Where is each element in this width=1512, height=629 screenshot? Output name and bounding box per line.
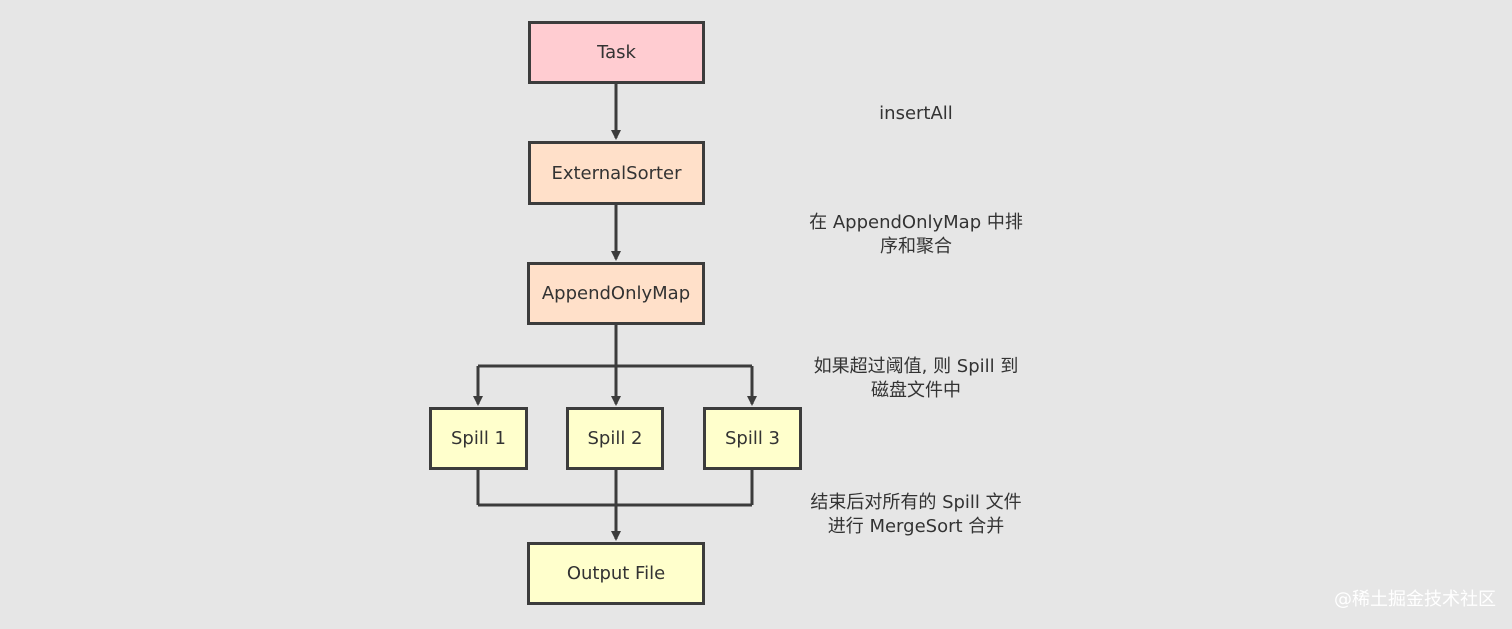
appendonlymap-node: AppendOnlyMap <box>527 262 705 325</box>
externalsorter-node: ExternalSorter <box>528 141 705 205</box>
spill-2-label: Spill 2 <box>587 428 643 449</box>
appendonlymap-label: AppendOnlyMap <box>541 283 691 304</box>
externalsorter-label: ExternalSorter <box>551 162 682 184</box>
watermark: @稀土掘金技术社区 <box>1334 589 1496 610</box>
output-file-node: Output File <box>527 542 705 605</box>
note-sort-aggregate: 在 AppendOnlyMap 中排 序和聚合 <box>786 211 1046 259</box>
note-spill-threshold: 如果超过阈值, 则 Spill 到 磁盘文件中 <box>781 355 1051 403</box>
note-merge-sort-line-2: 进行 MergeSort 合并 <box>827 516 1005 537</box>
output-file-label: Output File <box>566 563 666 584</box>
spill-2-node: Spill 2 <box>566 407 664 470</box>
note-merge-sort: 结束后对所有的 Spill 文件 进行 MergeSort 合并 <box>776 491 1056 539</box>
note-spill-threshold-line-1: 如果超过阈值, 则 Spill 到 <box>813 356 1019 377</box>
note-insertall: insertAll <box>816 102 1016 126</box>
note-merge-sort-line-1: 结束后对所有的 Spill 文件 <box>810 492 1022 513</box>
spill-1-node: Spill 1 <box>429 407 528 470</box>
spill-1-label: Spill 1 <box>450 428 507 449</box>
note-insertall-text: insertAll <box>879 103 953 124</box>
note-sort-aggregate-line-2: 序和聚合 <box>880 236 952 257</box>
task-node: Task <box>528 21 705 84</box>
note-spill-threshold-line-2: 磁盘文件中 <box>871 380 961 401</box>
spill-3-node: Spill 3 <box>703 407 802 470</box>
note-sort-aggregate-line-1: 在 AppendOnlyMap 中排 <box>809 212 1023 233</box>
spill-3-label: Spill 3 <box>724 428 781 449</box>
task-label: Task <box>597 42 636 63</box>
